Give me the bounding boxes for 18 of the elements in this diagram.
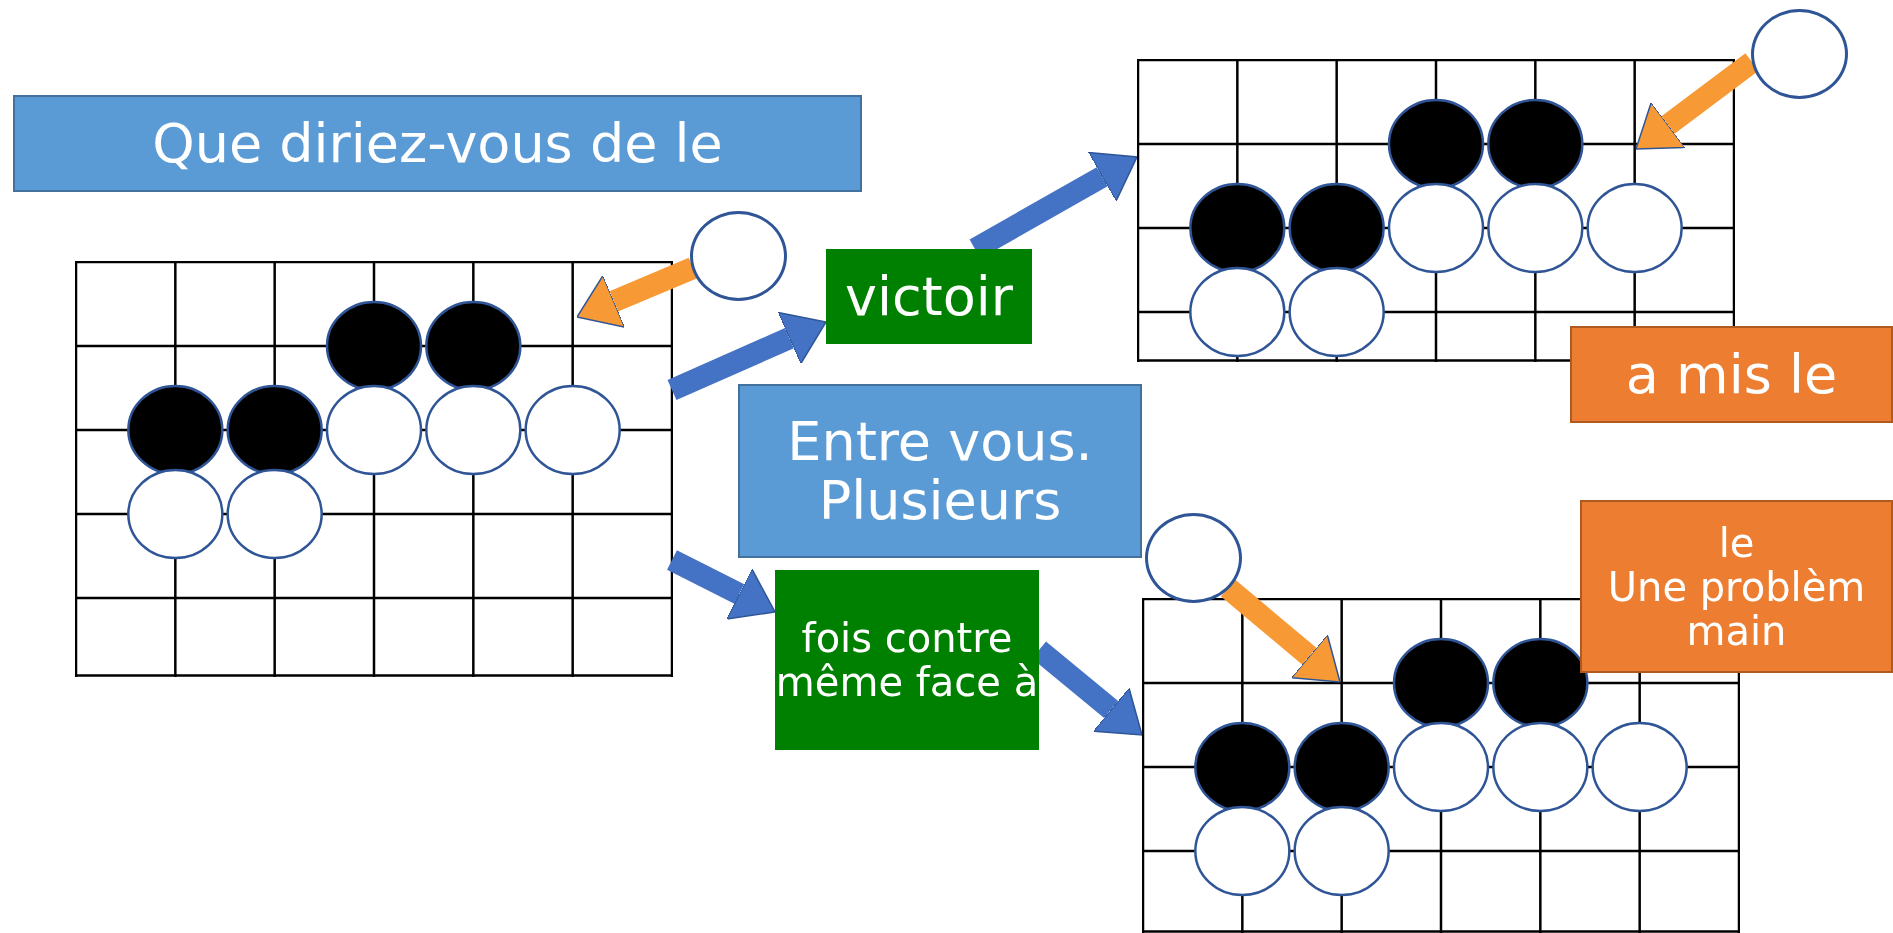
label-panel: [13, 95, 862, 192]
panel-text: fois contre: [801, 616, 1013, 660]
arrow: [1220, 579, 1341, 683]
arrow: [667, 550, 776, 620]
arrow: [667, 311, 827, 401]
panel-text: Une problèm: [1607, 564, 1866, 609]
panel-text: Entre vous. Plusieurs: [786, 411, 1094, 531]
go-board-drawing: [75, 261, 673, 677]
label-panel: [1580, 500, 1893, 673]
panel-text: victoir: [844, 266, 1014, 327]
panel-text: a mis le: [1625, 344, 1838, 405]
panel-text: le: [1718, 520, 1755, 565]
label-panel: [738, 384, 1142, 558]
panel-text: Que diriez-vous de le: [152, 113, 723, 174]
label-panel: [775, 570, 1039, 750]
label-panel: [826, 249, 1032, 344]
label-panel: [1570, 326, 1893, 423]
panel-text: même face à: [775, 660, 1039, 704]
